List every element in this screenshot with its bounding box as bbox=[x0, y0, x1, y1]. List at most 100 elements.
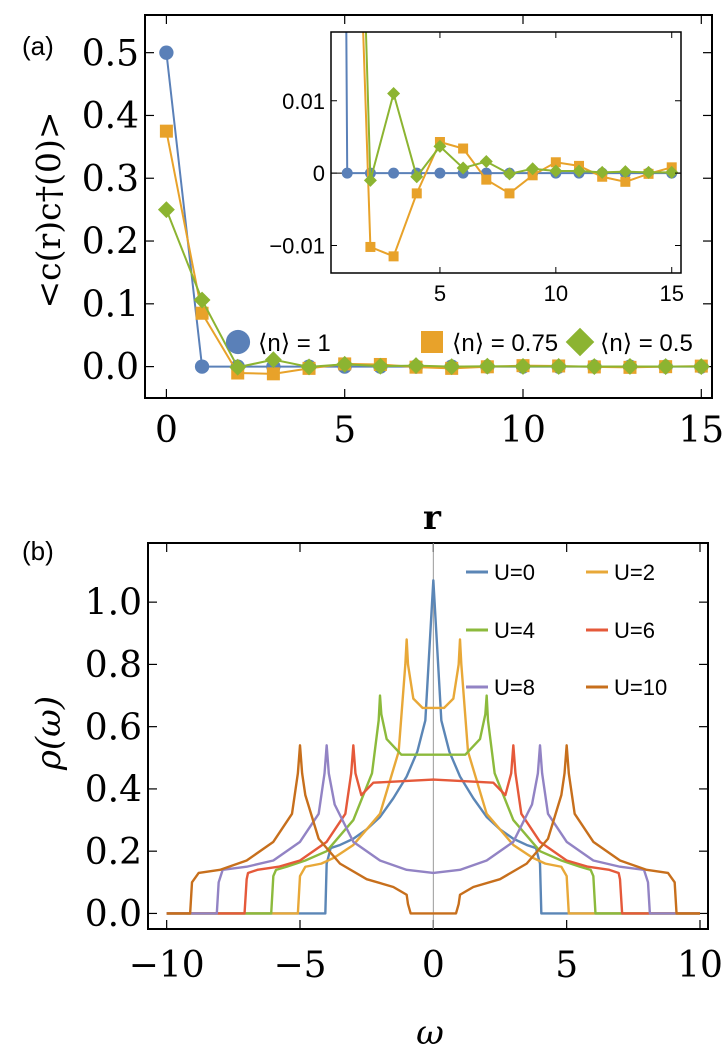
inset-series-line-3 bbox=[364, 32, 672, 181]
data-point-series-3 bbox=[550, 357, 568, 375]
panel-b-ytick-label: 0.4 bbox=[85, 770, 142, 811]
data-point-series-2 bbox=[159, 124, 173, 138]
legend-b-label-5: U=8 bbox=[494, 675, 535, 700]
panel-a-ytick-label: 0.0 bbox=[82, 347, 139, 388]
data-point-series-3 bbox=[371, 357, 389, 375]
panel-a-label: (a) bbox=[22, 31, 54, 61]
inset-data-point-series-2 bbox=[411, 188, 422, 199]
panel-b-ytick-label: 1.0 bbox=[85, 583, 142, 624]
panel-b-xtick-label: 5 bbox=[555, 945, 578, 986]
panel-a-ytick-label: 0.4 bbox=[82, 96, 139, 137]
inset-xtick-label: 15 bbox=[659, 281, 683, 306]
inset-data-point-series-3 bbox=[572, 164, 586, 178]
inset-data-point-series-2 bbox=[527, 170, 538, 181]
dos-curve-u-10 bbox=[166, 744, 700, 915]
legend-a-label-2: ⟨n⟩ = 0.75 bbox=[452, 330, 558, 357]
panel-b-xtick-label: 10 bbox=[677, 945, 723, 986]
data-point-series-3 bbox=[193, 291, 211, 309]
legend-a-marker-3 bbox=[565, 327, 595, 357]
panel-b-ylabel: ρ(ω) bbox=[29, 696, 69, 771]
panel-a-frame bbox=[144, 14, 713, 399]
panel-b-ytick-label: 0.8 bbox=[85, 645, 142, 686]
data-point-series-3 bbox=[336, 355, 354, 373]
panel-a-inset: 5 10 15 −0.01 0 0.01 bbox=[269, 31, 684, 306]
data-point-series-3 bbox=[300, 358, 318, 376]
inset-data-point-series-3 bbox=[456, 161, 470, 175]
inset-data-point-series-3 bbox=[363, 173, 377, 187]
inset-data-point-series-3 bbox=[595, 165, 609, 179]
panel-a-xtick-label: 5 bbox=[333, 410, 356, 451]
inset-data-point-series-3 bbox=[502, 167, 516, 181]
data-point-series-2 bbox=[266, 367, 280, 381]
inset-series-line-1 bbox=[345, 32, 672, 175]
inset-data-point-series-2 bbox=[388, 251, 399, 262]
panel-b-xtick-label: −10 bbox=[129, 945, 205, 986]
data-point-series-3 bbox=[692, 358, 710, 375]
inset-data-point-series-2 bbox=[550, 157, 561, 168]
panel-a-ytick-label: 0.3 bbox=[82, 159, 139, 200]
inset-data-point-series-1 bbox=[434, 167, 446, 179]
inset-xtick-label: 5 bbox=[434, 281, 446, 306]
panel-b-ytick-label: 0.0 bbox=[85, 894, 142, 935]
inset-background bbox=[331, 32, 681, 273]
data-point-series-3 bbox=[514, 357, 532, 375]
inset-xtick-label: 10 bbox=[544, 281, 568, 306]
legend-b-label-4: U=6 bbox=[614, 618, 655, 643]
inset-series-line-2 bbox=[362, 32, 672, 258]
legend-b-label-3: U=4 bbox=[494, 618, 535, 643]
data-point-series-3 bbox=[264, 351, 282, 369]
panel-b-xtick-label: −5 bbox=[273, 945, 326, 986]
inset-ytick-label: −0.01 bbox=[269, 233, 325, 258]
legend-b-label-2: U=2 bbox=[614, 560, 655, 585]
panel-b-frame bbox=[147, 542, 709, 930]
panel-b-legend: U=0 U=2U=4 U=6U=8 U=10 bbox=[466, 560, 667, 700]
panel-a-ylabel: <c(r)c†(0)> bbox=[29, 111, 68, 308]
inset-data-point-series-3 bbox=[665, 165, 679, 179]
inset-ytick-label: 0 bbox=[313, 161, 325, 186]
panel-b-xlabel: ω bbox=[416, 1013, 444, 1053]
data-point-series-3 bbox=[585, 358, 603, 375]
legend-b-label-1: U=0 bbox=[494, 560, 535, 585]
inset-data-point-series-3 bbox=[433, 139, 447, 153]
panel-a-xtick-label: 10 bbox=[500, 410, 546, 451]
data-point-series-3 bbox=[657, 358, 675, 375]
panel-b-ytick-label: 0.2 bbox=[85, 832, 142, 873]
inset-data-point-series-1 bbox=[388, 167, 400, 179]
data-point-series-1 bbox=[194, 359, 210, 374]
panel-b-label: (b) bbox=[22, 536, 54, 566]
dos-curve-u-8 bbox=[166, 744, 700, 915]
data-point-series-3 bbox=[407, 357, 425, 375]
data-point-series-3 bbox=[229, 358, 247, 376]
inset-series-group bbox=[341, 32, 679, 262]
inset-data-point-series-3 bbox=[479, 155, 493, 169]
dos-curve-u-2 bbox=[166, 638, 700, 915]
inset-data-point-series-3 bbox=[526, 162, 540, 176]
panel-a-xtick-label: 15 bbox=[678, 410, 724, 451]
legend-a-label-1: ⟨n⟩ = 1 bbox=[258, 330, 331, 357]
inset-data-point-series-3 bbox=[410, 170, 424, 184]
legend-a-label-3: ⟨n⟩ = 0.5 bbox=[600, 330, 693, 357]
inset-ytick-label: 0.01 bbox=[282, 89, 325, 114]
panel-a-legend: ⟨n⟩ = 1 ⟨n⟩ = 0.75 ⟨n⟩ = 0.5 bbox=[225, 327, 693, 357]
panel-b-ytick-label: 0.6 bbox=[85, 707, 142, 748]
inset-data-point-series-2 bbox=[458, 143, 469, 154]
dos-curve-u-6 bbox=[166, 744, 700, 915]
data-point-series-3 bbox=[157, 201, 175, 219]
legend-b-label-6: U=10 bbox=[614, 675, 667, 700]
series-line-3 bbox=[165, 209, 702, 369]
dos-curve-u-4 bbox=[166, 694, 700, 915]
panel-a-xtick-label: 0 bbox=[155, 410, 178, 451]
data-point-series-2 bbox=[195, 306, 209, 320]
inset-data-point-series-2 bbox=[504, 188, 515, 199]
inset-data-point-series-2 bbox=[365, 241, 376, 252]
dos-curve-u-0 bbox=[166, 579, 700, 915]
panel-a-ytick-label: 0.5 bbox=[82, 33, 139, 74]
panel-b-xtick-label: 0 bbox=[422, 945, 445, 986]
inset-data-point-series-3 bbox=[642, 165, 656, 179]
panel-b-plot: −10 −5 0 5 10 0.0 0.2 0.4 0.6 0.8 1.0 bbox=[85, 542, 723, 986]
legend-a-marker-1 bbox=[225, 329, 251, 355]
